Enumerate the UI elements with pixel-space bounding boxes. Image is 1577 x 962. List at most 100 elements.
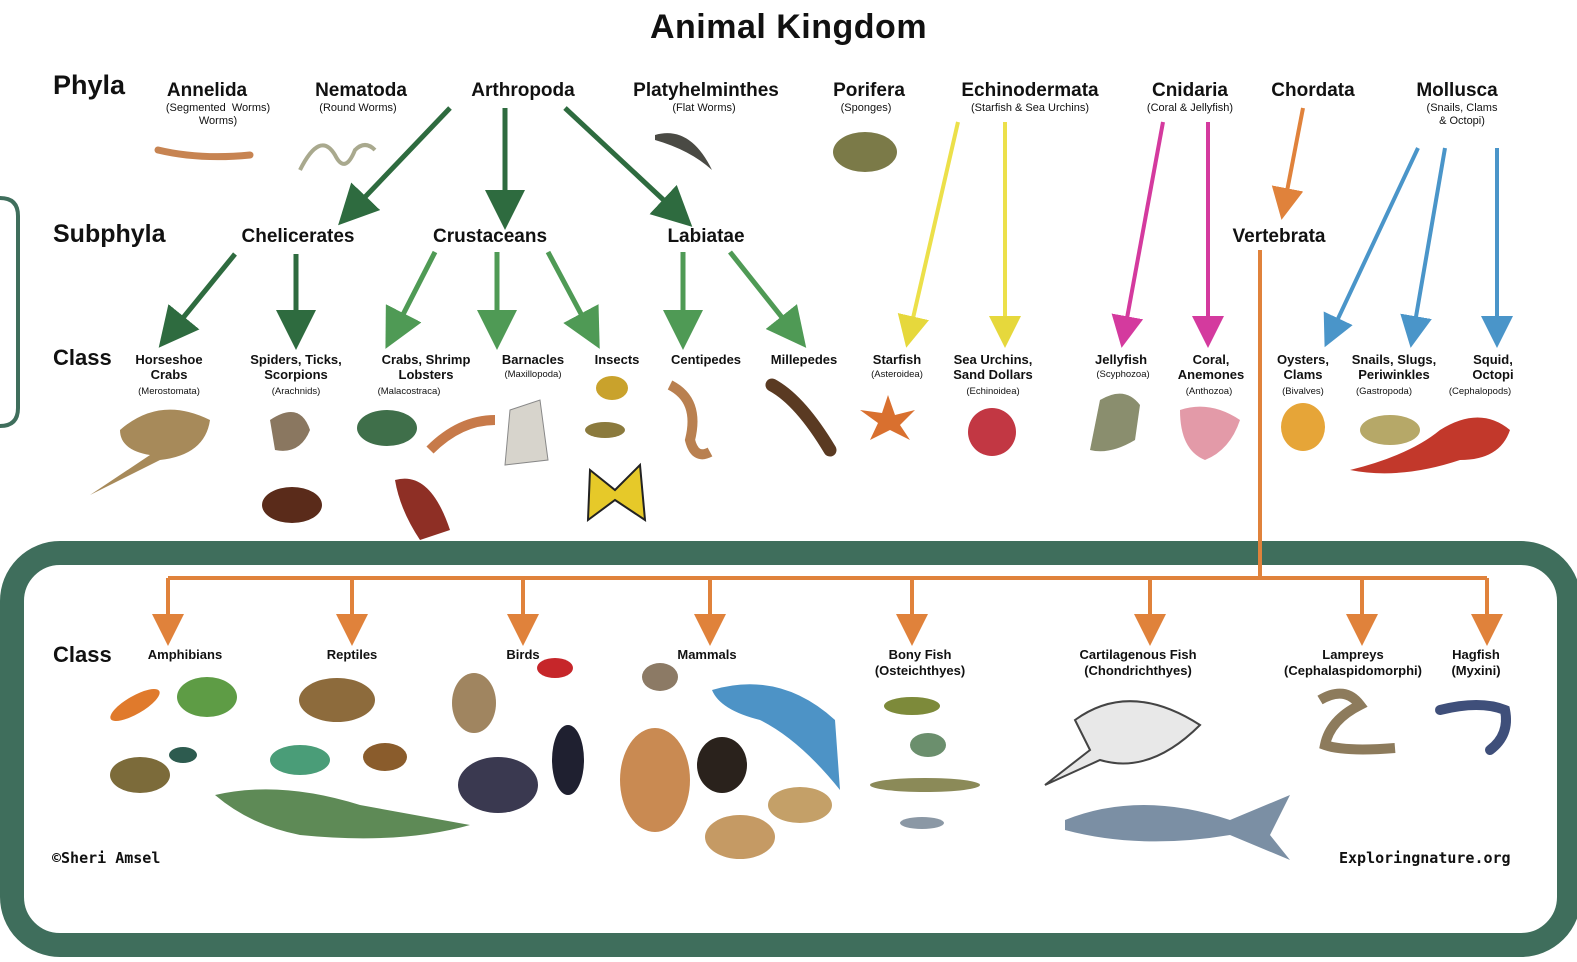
barnacle-illustration: [505, 400, 548, 465]
class-name: Coral, Anemones: [1178, 352, 1244, 382]
phylum-name: Platyhelminthes: [633, 80, 779, 102]
rank-label-subphyla: Subphyla: [53, 220, 166, 249]
roundworm-illustration: [300, 145, 375, 170]
vertebrate-class-name: Birds: [506, 647, 539, 663]
crab-illustration: [357, 410, 417, 446]
class-name: Centipedes: [671, 352, 741, 367]
phylum-name: Nematoda: [315, 80, 407, 102]
class-note: (Echinoidea): [966, 386, 1019, 397]
subphylum-name: Labiatae: [667, 226, 744, 248]
millipede-illustration: [772, 385, 830, 450]
rank-label-vertebrate-class: Class: [53, 642, 112, 668]
phylum-note: (Starfish & Sea Urchins): [971, 102, 1089, 115]
turtle-illustration: [363, 743, 407, 771]
scorpion-illustration: [270, 412, 310, 451]
lobster-illustration: [395, 479, 450, 540]
gar-illustration: [870, 778, 980, 792]
sponge-illustration: [833, 132, 897, 172]
starfish-illustration: [860, 395, 915, 440]
kangaroo-illustration: [620, 728, 690, 832]
class-name: Spiders, Ticks, Scorpions: [250, 352, 342, 382]
class-note: (Maxillopoda): [504, 369, 561, 380]
phylum-name: Mollusca: [1416, 80, 1497, 102]
rank-label-class: Class: [53, 345, 112, 371]
tarantula-illustration: [262, 487, 322, 523]
herring-illustration: [900, 817, 944, 829]
chart-title: Animal Kingdom: [0, 8, 1577, 47]
vertebrate-class-name: Reptiles: [327, 647, 378, 663]
class-name: Snails, Slugs, Periwinkles: [1352, 352, 1437, 382]
class-note: (Cephalopods): [1449, 386, 1511, 397]
jellyfish-illustration: [1090, 394, 1140, 452]
shrimp-illustration: [430, 420, 495, 450]
phylum-note-text: (Segmented Worms) Worms): [166, 102, 270, 127]
class-note: (Gastropoda): [1356, 386, 1412, 397]
rank-label-phyla: Phyla: [53, 70, 125, 101]
phylum-note: (Flat Worms): [672, 102, 735, 115]
phylum-name: Cnidaria: [1152, 80, 1228, 102]
penguin-illustration: [552, 725, 584, 795]
credit-website[interactable]: Exploringnature.org: [1339, 849, 1511, 867]
subphylum-name: Vertebrata: [1233, 226, 1326, 248]
vertebrate-class-name: Amphibians: [148, 647, 222, 663]
flatworm-illustration: [655, 133, 712, 170]
hagfish-illustration: [1440, 705, 1506, 750]
subphylum-name: Crustaceans: [433, 226, 547, 248]
class-name: Squid, Octopi: [1472, 352, 1513, 382]
vertebrate-class-name: Bony Fish (Osteichthyes): [875, 647, 965, 679]
phylum-note: (Round Worms): [319, 102, 396, 115]
newt-illustration: [106, 683, 163, 727]
owl-illustration: [452, 673, 496, 733]
bee-illustration: [596, 376, 628, 400]
class-note: (Arachnids): [272, 386, 321, 397]
phylum-note: (Snails, Clams & Octopi): [1427, 102, 1498, 128]
phylum-note: (Segmented Worms) Worms): [166, 102, 270, 128]
snail-illustration: [1360, 415, 1420, 445]
credit-author: ©Sheri Amsel: [52, 849, 160, 867]
cardinal-illustration: [537, 658, 573, 678]
frog-illustration: [177, 677, 237, 717]
earthworm-illustration: [158, 150, 250, 157]
phylum-name: Echinodermata: [961, 80, 1098, 102]
phylum-note: (Coral & Jellyfish): [1147, 102, 1233, 115]
horseshoe-crab-illustration: [90, 410, 210, 495]
coral-illustration: [1180, 407, 1240, 460]
rabbit-illustration: [642, 663, 678, 691]
anteater-illustration: [768, 787, 832, 823]
class-note: (Merostomata): [138, 386, 200, 397]
class-name: Barnacles: [502, 352, 564, 367]
class-note: (Anthozoa): [1186, 386, 1232, 397]
poison-frog-illustration: [169, 747, 197, 763]
sunfish-illustration: [910, 733, 946, 757]
phylum-name: Annelida: [167, 80, 247, 102]
vertebrate-class-name: Cartilagenous Fish (Chondrichthyes): [1079, 647, 1196, 679]
bass-illustration: [884, 697, 940, 715]
firefly-illustration: [585, 422, 625, 438]
class-note: (Bivalves): [1282, 386, 1324, 397]
stingray-illustration: [1045, 701, 1200, 785]
class-name: Millepedes: [771, 352, 837, 367]
clam-illustration: [1281, 403, 1325, 451]
phylum-note-text: (Snails, Clams & Octopi): [1427, 102, 1498, 127]
class-note: (Malacostraca): [378, 386, 441, 397]
hammerhead-illustration: [1065, 795, 1290, 860]
phylum-name: Chordata: [1271, 80, 1354, 102]
class-name: Oysters, Clams: [1277, 352, 1329, 382]
lynx-illustration: [705, 815, 775, 859]
toad-illustration: [110, 757, 170, 793]
centipede-illustration: [670, 385, 710, 454]
butterfly-illustration: [588, 465, 645, 520]
class-name: Insects: [595, 352, 640, 367]
class-name: Sea Urchins, Sand Dollars: [953, 352, 1032, 382]
class-name: Starfish: [873, 352, 921, 367]
subphylum-name: Chelicerates: [241, 226, 354, 248]
ostrich-illustration: [458, 757, 538, 813]
chimpanzee-illustration: [697, 737, 747, 793]
crocodile-illustration: [215, 789, 470, 838]
phylum-name: Porifera: [833, 80, 905, 102]
sea-urchin-illustration: [968, 408, 1016, 456]
class-note: (Scyphozoa): [1096, 369, 1149, 380]
vertebrate-class-name: Hagfish (Myxini): [1451, 647, 1500, 679]
